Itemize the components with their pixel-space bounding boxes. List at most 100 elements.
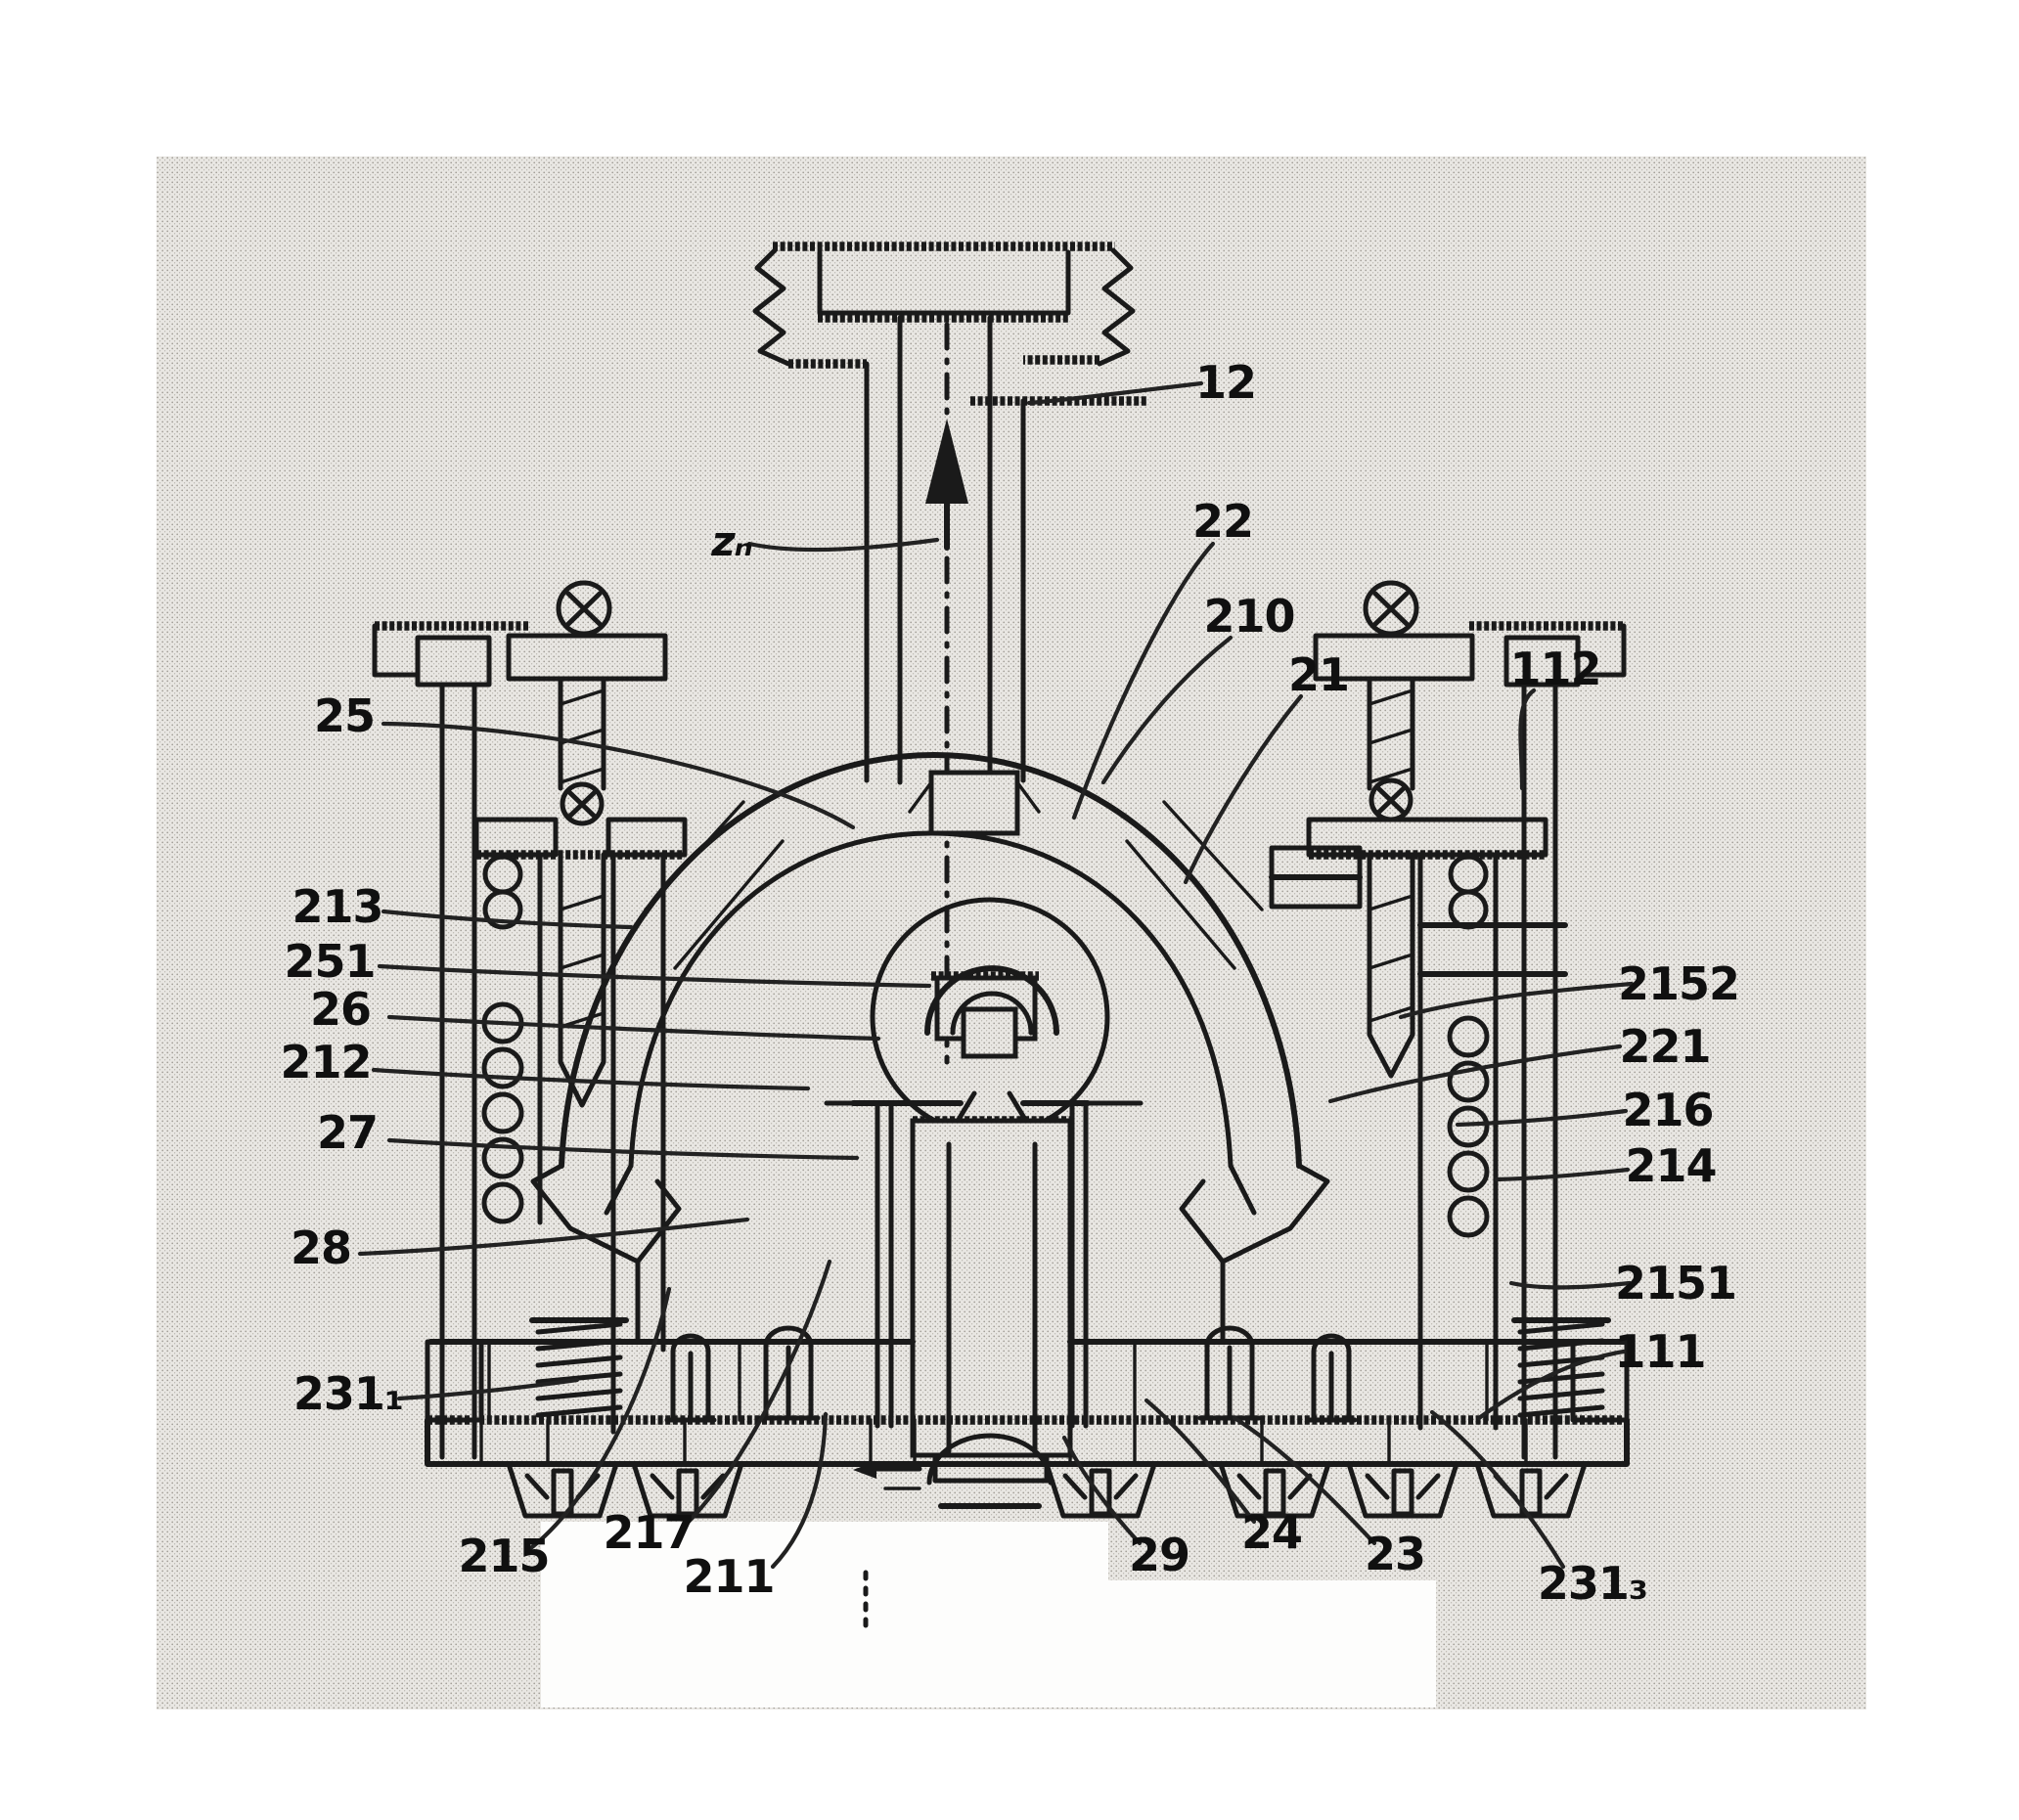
ref-label-2152: 2152 — [1618, 957, 1739, 1010]
left-assembly — [372, 583, 818, 1460]
dome-foot-left-inner — [604, 1163, 634, 1216]
ref-label-211: 211 — [683, 1550, 774, 1603]
leader-lines — [357, 380, 1635, 1570]
leader-251 — [377, 963, 932, 989]
ref-label-2313: 231₃ — [1538, 1557, 1647, 1610]
leader-212 — [371, 1067, 811, 1091]
ref-label-111: 111 — [1614, 1325, 1705, 1378]
cup-outer — [924, 965, 1059, 1036]
ref-label-26: 26 — [310, 983, 371, 1036]
cap-inner-rect — [817, 249, 1071, 316]
ref-label-216: 216 — [1622, 1084, 1713, 1136]
leader-27 — [386, 1137, 860, 1161]
ref-label-221: 221 — [1619, 1020, 1710, 1073]
spring-coil-ball — [481, 1091, 524, 1134]
left-outer-cap — [415, 635, 492, 688]
stem-outer — [864, 361, 1026, 783]
ref-label-215: 215 — [458, 1530, 549, 1582]
left-flange-b — [606, 817, 688, 858]
spring-coil-ball — [1447, 1195, 1490, 1238]
ref-label-251: 251 — [284, 935, 375, 988]
ref-label-112: 112 — [1509, 643, 1600, 695]
piston-body — [910, 1118, 1073, 1458]
spring-coil-ball — [1447, 1150, 1490, 1193]
leader-24 — [1144, 1398, 1257, 1525]
spring-coil-ball — [481, 1136, 524, 1179]
leader-214 — [1494, 1167, 1631, 1182]
piston-inner-lines — [946, 1141, 1038, 1454]
spring-coil-ball — [1447, 1105, 1490, 1148]
leader-2313 — [1429, 1409, 1566, 1570]
right-cross-lines — [1417, 922, 1568, 977]
ref-label-29: 29 — [1129, 1529, 1189, 1581]
spring-coil-ball — [481, 1181, 524, 1224]
leader-111 — [1476, 1349, 1627, 1421]
ref-label-23: 23 — [1365, 1528, 1425, 1580]
leader-26 — [386, 1014, 881, 1042]
leader-zn — [746, 537, 940, 553]
leader-213 — [381, 909, 634, 930]
left-inner-plates — [537, 852, 666, 1435]
square-nub — [961, 1006, 1018, 1059]
ref-label-27: 27 — [317, 1106, 378, 1159]
leader-221 — [1327, 1043, 1623, 1104]
right-outer-cap — [1503, 635, 1581, 688]
stem-inner — [897, 315, 993, 785]
ref-label-22: 22 — [1192, 495, 1253, 548]
left-outer-plate — [439, 682, 477, 1460]
left-screw-plate — [506, 633, 668, 682]
right-top-step — [1578, 623, 1627, 678]
base-plate-joints — [479, 1418, 1528, 1466]
cap-knurl-left — [752, 247, 791, 367]
leader-2152 — [1398, 981, 1635, 1020]
leader-23 — [1232, 1415, 1377, 1546]
ref-label-210: 210 — [1203, 590, 1294, 643]
ref-label-25: 25 — [314, 689, 375, 742]
handle-assembly — [752, 242, 1148, 1065]
leader-211 — [770, 1411, 829, 1570]
base-end-block-right — [1570, 1339, 1630, 1423]
ref-label-12: 12 — [1195, 356, 1256, 409]
right-inner-plates — [1417, 852, 1499, 1431]
ref-label-24: 24 — [1241, 1506, 1302, 1559]
leader-217 — [682, 1259, 832, 1529]
cap-knurl-right — [1097, 247, 1136, 367]
ref-label-2311: 231₁ — [293, 1367, 403, 1420]
ref-label-21: 21 — [1288, 648, 1349, 701]
right-flange — [1306, 817, 1548, 858]
leader-2311 — [396, 1377, 580, 1401]
ref-label-zn: zₙ — [710, 517, 752, 565]
bearing-ball — [1448, 889, 1489, 930]
right-stud-hatch — [1368, 688, 1414, 784]
ref-label-2151: 2151 — [1615, 1257, 1736, 1310]
cup-inner — [950, 991, 1034, 1036]
right-stud-lower — [1367, 852, 1415, 1079]
left-top-step — [372, 623, 421, 678]
ref-label-214: 214 — [1625, 1139, 1716, 1192]
piston-side-rails — [875, 1100, 1089, 1429]
leader-28 — [357, 1217, 750, 1257]
ref-label-213: 213 — [292, 880, 382, 933]
reference-numerals: zₙ 12 22 210 21 112 25 213 251 26 212 27… — [280, 356, 1740, 1610]
central-stack — [850, 965, 1091, 1126]
dome-foot-right — [1179, 1163, 1330, 1265]
leader-210 — [1100, 635, 1234, 785]
spring-coil-ball — [481, 1046, 524, 1089]
base-plate — [425, 1417, 1630, 1467]
leader-12 — [1026, 380, 1204, 406]
paper-white-patch — [834, 1580, 1436, 1708]
leader-2151 — [1508, 1280, 1633, 1290]
rail-segments — [487, 1340, 1489, 1422]
dome-gussets — [644, 800, 1264, 970]
ref-label-217: 217 — [603, 1506, 694, 1559]
dome-foot-right-inner — [1228, 1163, 1257, 1216]
leader-22 — [1071, 541, 1216, 821]
leader-215 — [525, 1286, 672, 1553]
leader-21 — [1183, 693, 1304, 885]
right-screw-plate — [1313, 633, 1475, 682]
spring-coil-ball — [1447, 1015, 1490, 1058]
apex-guide-wings — [908, 780, 1041, 814]
leader-25 — [381, 721, 856, 830]
dome-outer-arc — [559, 752, 1302, 1169]
